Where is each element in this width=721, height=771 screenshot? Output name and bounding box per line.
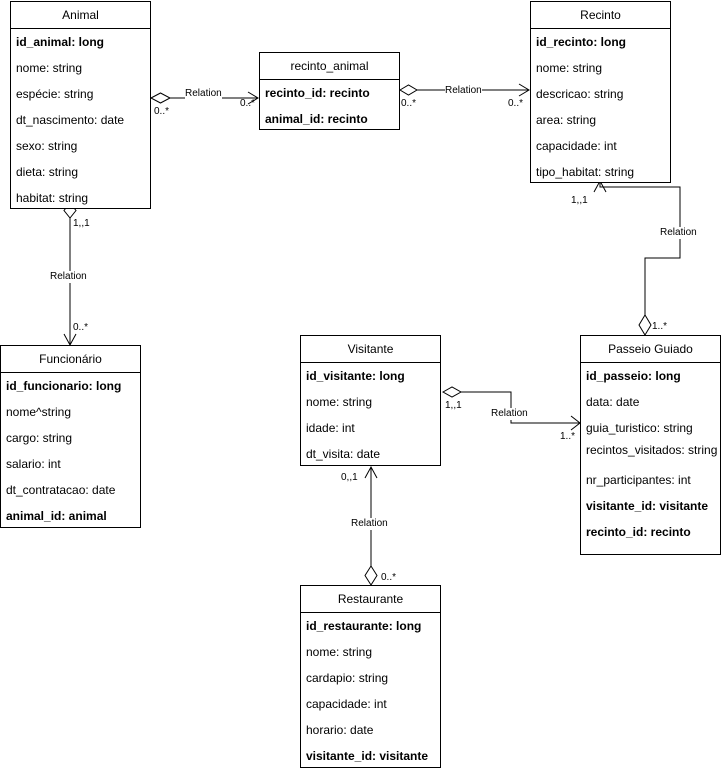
attribute-row: id_recinto: long bbox=[536, 35, 626, 49]
attribute-row: cargo: string bbox=[6, 431, 73, 445]
attribute-row: visitante_id: visitante bbox=[306, 749, 429, 763]
attribute-row: id_restaurante: long bbox=[306, 619, 422, 633]
multiplicity-label: 1,,1 bbox=[73, 218, 90, 229]
attribute-row: id_passeio: long bbox=[586, 369, 681, 383]
multiplicity-label: 0..* bbox=[381, 572, 397, 583]
attribute-list: id_visitante: long nome: string idade: int… bbox=[301, 363, 440, 467]
multiplicity-label: 0..* bbox=[240, 98, 256, 109]
attribute-row: recintos_visitados: string bbox=[586, 443, 718, 457]
attribute-list: id_passeio: long data: date guia_turistico… bbox=[581, 363, 720, 545]
entity-title: Visitante bbox=[301, 336, 440, 363]
multiplicity-label: 0,,1 bbox=[341, 472, 358, 483]
attribute-row: dt_visita: date bbox=[306, 447, 381, 461]
attribute-row: visitante_id: visitante bbox=[586, 499, 709, 513]
attribute-row: recinto_id: recinto bbox=[265, 86, 370, 100]
multiplicity-label: 0..* bbox=[154, 106, 170, 117]
multiplicity-label: 1..* bbox=[560, 431, 576, 442]
relation-label: Relation bbox=[660, 227, 697, 239]
attribute-row: nome: string bbox=[16, 61, 83, 75]
attribute-row: descricao: string bbox=[536, 87, 624, 101]
relation-label: Relation bbox=[491, 408, 528, 420]
attribute-list: recinto_id: recinto animal_id: recinto bbox=[260, 80, 399, 132]
attribute-row: guia_turistico: string bbox=[586, 421, 693, 435]
attribute-row: horario: date bbox=[306, 723, 374, 737]
attribute-row: tipo_habitat: string bbox=[536, 165, 635, 179]
entity-title: recinto_animal bbox=[260, 53, 399, 80]
multiplicity-label: 1,,1 bbox=[571, 195, 588, 206]
attribute-row: dt_nascimento: date bbox=[16, 113, 125, 127]
attribute-row: idade: int bbox=[306, 421, 355, 435]
attribute-row: salario: int bbox=[6, 457, 61, 471]
multiplicity-label: 1,,1 bbox=[445, 400, 462, 411]
entity-restaurante[interactable]: Restaurante id_restaurante: long nome: st… bbox=[300, 585, 441, 768]
attribute-list: id_funcionario: long nome^string cargo: st… bbox=[1, 373, 140, 529]
attribute-list: id_restaurante: long nome: string cardapio… bbox=[301, 613, 440, 769]
entity-funcionario[interactable]: Funcionário id_funcionario: long nome^str… bbox=[0, 345, 141, 528]
entity-recinto[interactable]: Recinto id_recinto: long nome: string desc… bbox=[530, 1, 671, 183]
multiplicity-label: 0..* bbox=[401, 98, 417, 109]
attribute-row: espécie: string bbox=[16, 87, 94, 101]
relation-label: Relation bbox=[445, 85, 482, 97]
attribute-row: nr_participantes: int bbox=[586, 473, 691, 487]
attribute-row: nome: string bbox=[306, 645, 373, 659]
attribute-row: area: string bbox=[536, 113, 597, 127]
relation-label: Relation bbox=[351, 518, 388, 530]
entity-title: Restaurante bbox=[301, 586, 440, 613]
attribute-row: dt_contratacao: date bbox=[6, 483, 116, 497]
attribute-row: animal_id: animal bbox=[6, 509, 107, 523]
entity-recinto-animal[interactable]: recinto_animal recinto_id: recinto animal… bbox=[259, 52, 400, 130]
multiplicity-label: 0..* bbox=[508, 98, 524, 109]
entity-title: Animal bbox=[11, 2, 150, 29]
attribute-list: id_recinto: long nome: string descricao: s… bbox=[531, 29, 670, 185]
attribute-list: id_animal: long nome: string espécie: stri… bbox=[11, 29, 150, 211]
entity-passeio-guiado[interactable]: Passeio Guiado id_passeio: long data: dat… bbox=[580, 335, 721, 555]
attribute-row: capacidade: int bbox=[536, 139, 617, 153]
entity-visitante[interactable]: Visitante id_visitante: long nome: string… bbox=[300, 335, 441, 466]
attribute-row: capacidade: int bbox=[306, 697, 387, 711]
attribute-row: nome^string bbox=[6, 405, 71, 419]
attribute-row: data: date bbox=[586, 395, 640, 409]
relation-label: Relation bbox=[50, 271, 87, 283]
attribute-row: id_visitante: long bbox=[306, 369, 405, 383]
entity-title: Recinto bbox=[531, 2, 670, 29]
relation-edge[interactable] bbox=[364, 465, 378, 586]
multiplicity-label: 1..* bbox=[652, 321, 668, 332]
attribute-row: habitat: string bbox=[16, 191, 89, 205]
attribute-row: dieta: string bbox=[16, 165, 79, 179]
attribute-row: cardapio: string bbox=[306, 671, 389, 685]
entity-title: Funcionário bbox=[1, 346, 140, 373]
entity-animal[interactable]: Animal id_animal: long nome: string espéci… bbox=[10, 1, 151, 209]
attribute-row: nome: string bbox=[306, 395, 373, 409]
attribute-row: recinto_id: recinto bbox=[586, 525, 691, 539]
attribute-row: animal_id: recinto bbox=[265, 112, 368, 126]
multiplicity-label: 0..* bbox=[73, 322, 89, 333]
attribute-row: id_animal: long bbox=[16, 35, 105, 49]
attribute-row: sexo: string bbox=[16, 139, 78, 153]
attribute-row: id_funcionario: long bbox=[6, 379, 122, 393]
attribute-row: nome: string bbox=[536, 61, 603, 75]
entity-title: Passeio Guiado bbox=[581, 336, 720, 363]
relation-label: Relation bbox=[185, 88, 222, 100]
relation-edge[interactable] bbox=[593, 179, 681, 336]
